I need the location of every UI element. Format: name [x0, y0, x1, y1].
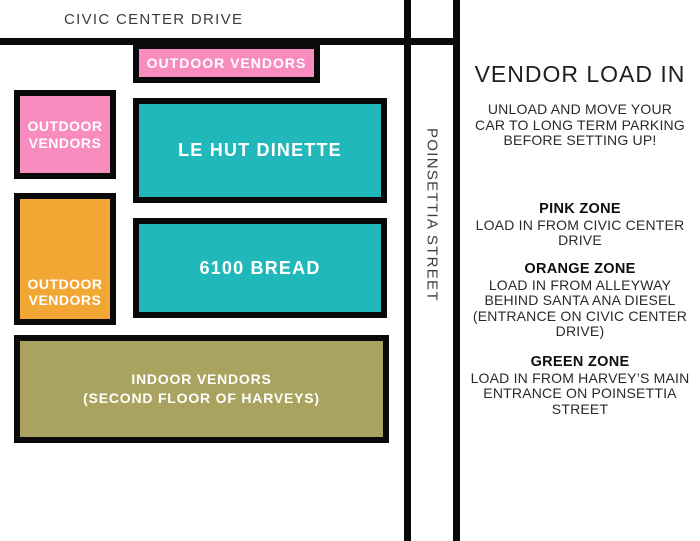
pink-zone-instructions: PINK ZONE LOAD IN FROM CIVIC CENTER DRIV…	[464, 201, 696, 249]
civic-center-drive-road-line	[0, 38, 460, 45]
poinsettia-street-east-road-line	[453, 0, 460, 541]
poinsettia-street-west-road-line	[404, 0, 411, 541]
poinsettia-street-label: POINSETTIA STREET	[411, 0, 453, 430]
zone-box-label: INDOOR VENDORS (SECOND FLOOR OF HARVEYS)	[83, 371, 320, 406]
zone-box-label: OUTDOOR VENDORS	[27, 117, 103, 151]
zone-box-label: OUTDOOR VENDORS	[146, 55, 307, 71]
poinsettia-street-label-text: POINSETTIA STREET	[423, 128, 441, 302]
load-in-instructions-panel: VENDOR LOAD IN UNLOAD AND MOVE YOUR CAR …	[460, 0, 700, 541]
orange-zone-instructions: ORANGE ZONE LOAD IN FROM ALLEYWAY BEHIND…	[464, 261, 696, 340]
6100-bread-box: 6100 BREAD	[133, 218, 387, 318]
green-zone-heading: GREEN ZONE	[530, 354, 630, 370]
zone-box-label: OUTDOOR VENDORS	[27, 275, 103, 309]
outdoor-vendors-orange-zone-box: OUTDOOR VENDORS	[14, 193, 116, 325]
pink-zone-body: LOAD IN FROM CIVIC CENTER DRIVE	[475, 216, 685, 248]
outdoor-vendors-pink-top-zone-box: OUTDOOR VENDORS	[133, 43, 320, 83]
pink-zone-heading: PINK ZONE	[539, 201, 621, 217]
orange-zone-heading: ORANGE ZONE	[524, 261, 636, 277]
zone-box-label: 6100 BREAD	[199, 257, 321, 278]
green-zone-instructions: GREEN ZONE LOAD IN FROM HARVEY’S MAIN EN…	[464, 354, 696, 417]
load-in-intro-text: UNLOAD AND MOVE YOUR CAR TO LONG TERM PA…	[475, 101, 685, 148]
outdoor-vendors-pink-left-zone-box: OUTDOOR VENDORS	[14, 90, 116, 179]
indoor-vendors-box: INDOOR VENDORS (SECOND FLOOR OF HARVEYS)	[14, 335, 389, 443]
zone-box-label: LE HUT DINETTE	[178, 140, 342, 160]
green-zone-body: LOAD IN FROM HARVEY’S MAIN ENTRANCE ON P…	[470, 369, 690, 417]
le-hut-dinette-box: LE HUT DINETTE	[133, 98, 387, 203]
civic-center-drive-label: CIVIC CENTER DRIVE	[64, 11, 244, 28]
orange-zone-body: LOAD IN FROM ALLEYWAY BEHIND SANTA ANA D…	[472, 276, 688, 339]
page-title: VENDOR LOAD IN	[474, 61, 686, 87]
